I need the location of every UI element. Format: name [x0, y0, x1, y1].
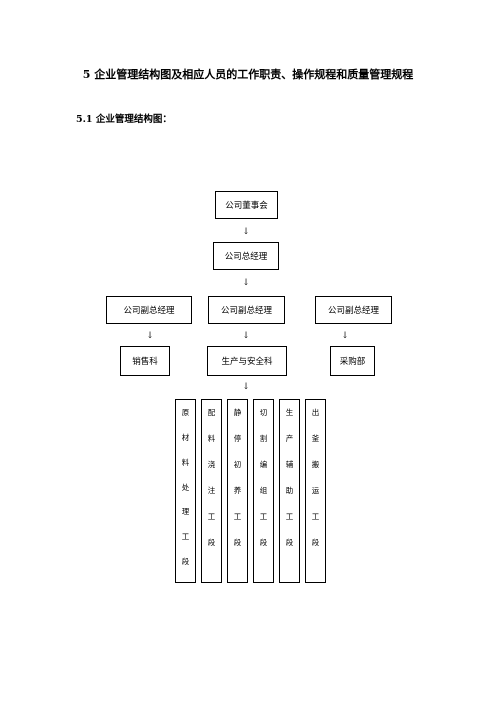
section-char: 工 — [259, 512, 268, 521]
deputy-manager-box-3: 公司副总经理 — [315, 296, 392, 324]
section-char: 段 — [285, 538, 294, 547]
section-char: 理 — [181, 507, 190, 517]
section-char: 浇 — [207, 460, 216, 469]
sales-dept-box: 销售科 — [120, 346, 170, 376]
section-heading: 5.1 企业管理结构图： — [76, 114, 172, 125]
deputy-manager-box-2: 公司副总经理 — [208, 296, 285, 324]
section-char: 停 — [233, 434, 242, 443]
section-char: 段 — [311, 538, 320, 547]
arrow-deputy1-to-sales: ↓ — [146, 331, 154, 341]
section-char: 釜 — [311, 434, 320, 443]
general-manager-box: 公司总经理 — [213, 242, 279, 270]
section-char: 工 — [311, 512, 320, 521]
board-box: 公司董事会 — [215, 191, 278, 219]
purchasing-dept-box: 采购部 — [330, 346, 375, 376]
section-char: 割 — [259, 434, 268, 443]
section-char: 段 — [181, 557, 190, 567]
section-char: 工 — [181, 532, 190, 542]
section-char: 段 — [207, 538, 216, 547]
section-char: 段 — [259, 538, 268, 547]
section-char: 工 — [207, 512, 216, 521]
section-char: 材 — [181, 432, 190, 442]
section-char: 工 — [233, 512, 242, 521]
section-static-curing: 静 停 初 养 工 段 — [227, 399, 248, 583]
arrow-production-to-sections: ↓ — [242, 382, 250, 392]
section-char: 出 — [311, 408, 320, 417]
arrow-deputy3-to-purchasing: ↓ — [341, 331, 349, 341]
section-char: 编 — [259, 460, 268, 469]
section-char: 料 — [207, 434, 216, 443]
section-char: 助 — [285, 486, 294, 495]
section-char: 原 — [181, 408, 190, 417]
section-char: 组 — [259, 486, 268, 495]
section-char: 静 — [233, 408, 242, 417]
section-char: 料 — [181, 457, 190, 467]
section-char: 搬 — [311, 460, 320, 469]
section-char: 初 — [233, 460, 242, 469]
section-raw-material: 原 材 料 处 理 工 段 — [175, 399, 196, 583]
production-safety-dept-box: 生产与安全科 — [207, 346, 287, 376]
arrow-board-to-gm: ↓ — [242, 227, 250, 237]
section-char: 配 — [207, 408, 216, 417]
page-heading: 5 企业管理结构图及相应人员的工作职责、操作规程和质量管理规程 — [82, 68, 414, 81]
section-char: 处 — [181, 482, 190, 492]
section-char: 生 — [285, 408, 294, 417]
deputy-manager-box-1: 公司副总经理 — [106, 296, 192, 324]
section-char: 养 — [233, 486, 242, 495]
arrow-gm-to-deputy: ↓ — [242, 278, 250, 288]
section-char: 工 — [285, 512, 294, 521]
section-batching-pouring: 配 料 浇 注 工 段 — [201, 399, 222, 583]
section-char: 切 — [259, 408, 268, 417]
section-char: 辅 — [285, 460, 294, 469]
section-char: 运 — [311, 486, 320, 495]
section-cutting-grouping: 切 割 编 组 工 段 — [253, 399, 274, 583]
section-char: 产 — [285, 434, 294, 443]
section-char: 注 — [207, 486, 216, 495]
section-char: 段 — [233, 538, 242, 547]
section-unloading-transport: 出 釜 搬 运 工 段 — [305, 399, 326, 583]
section-production-support: 生 产 辅 助 工 段 — [279, 399, 300, 583]
arrow-deputy2-to-production: ↓ — [242, 331, 250, 341]
